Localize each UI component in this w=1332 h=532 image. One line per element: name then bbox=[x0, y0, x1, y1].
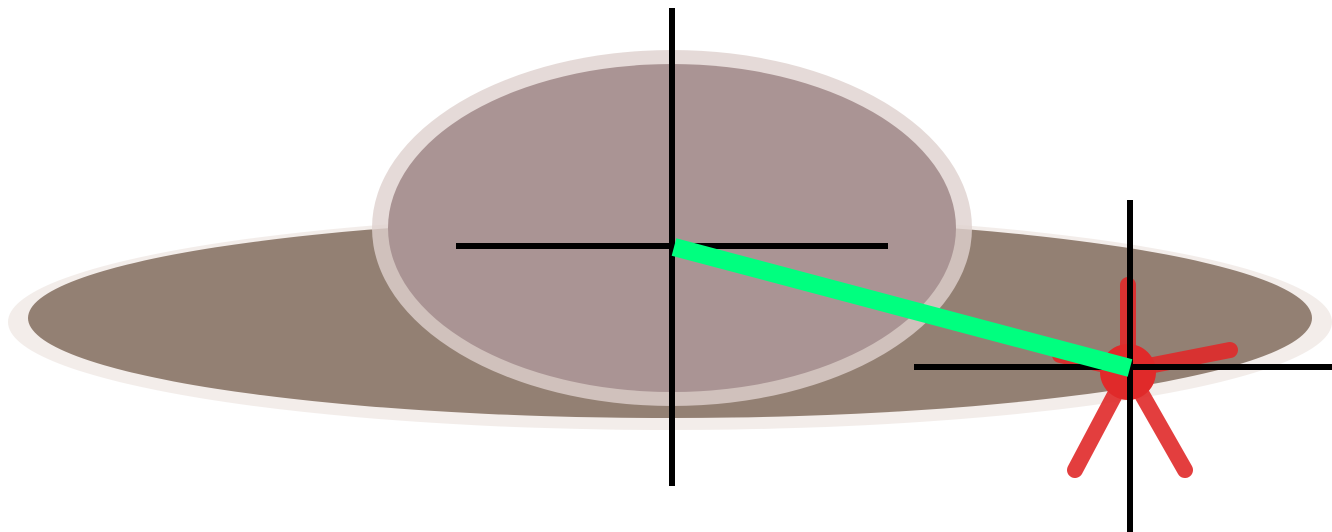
canvas bbox=[0, 0, 1332, 532]
scene-illustration bbox=[0, 0, 1332, 532]
